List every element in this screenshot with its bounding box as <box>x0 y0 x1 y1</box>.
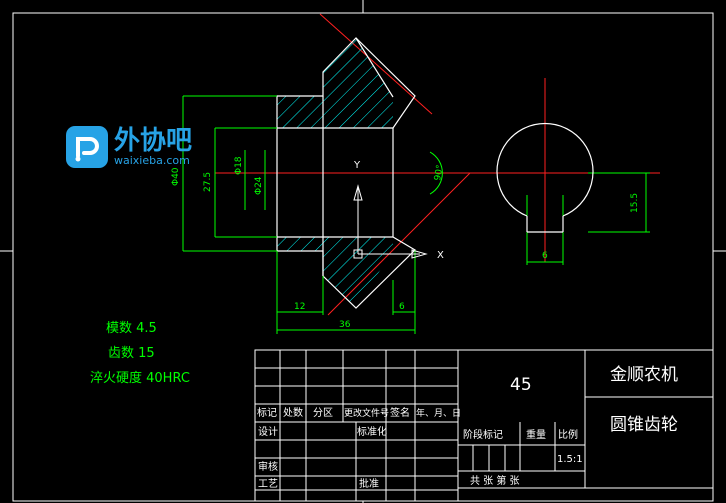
dim-hub-24: Φ24 <box>254 176 264 195</box>
dimension-lines <box>182 95 650 334</box>
dim-key-width: 6 <box>542 251 548 261</box>
label-process: 工艺 <box>258 478 278 490</box>
spec-hardness: 淬火硬度 40HRC <box>90 370 190 386</box>
label-change-doc: 更改文件号 <box>344 407 389 419</box>
logo-mark-icon <box>66 126 108 168</box>
center-lines <box>215 13 660 316</box>
label-review: 审核 <box>258 460 278 473</box>
keyway-view <box>496 122 594 233</box>
label-zone: 分区 <box>313 407 333 419</box>
label-mark: 标记 <box>257 407 277 419</box>
label-sign: 签名 <box>390 406 410 419</box>
dim-hub-18: Φ18 <box>234 156 244 175</box>
dim-6: 6 <box>399 302 405 312</box>
label-design: 设计 <box>258 425 278 438</box>
label-count: 处数 <box>283 406 303 419</box>
spec-module: 模数 4.5 <box>106 321 157 336</box>
spec-teeth: 齿数 15 <box>108 346 155 361</box>
label-approve: 批准 <box>359 477 379 490</box>
dim-36: 36 <box>339 320 351 330</box>
label-weight: 重量 <box>526 428 546 441</box>
ucs-icon <box>353 184 428 259</box>
company-name: 金顺农机 <box>610 365 678 385</box>
label-stage: 阶段标记 <box>463 428 503 441</box>
label-date: 年、月、日 <box>416 407 461 419</box>
axis-y-label: Y <box>353 160 361 171</box>
title-row-labels: 标记 处数 分区 更改文件号 签名 年、月、日 <box>257 406 461 419</box>
watermark-logo: 外协吧 waixieba.com <box>66 126 192 168</box>
part-name: 圆锥齿轮 <box>610 415 678 435</box>
logo-chinese-text: 外协吧 <box>114 126 193 156</box>
axis-x-label: X <box>437 250 444 261</box>
gear-section-hatch <box>277 38 393 308</box>
scale-value: 1.5:1 <box>557 454 583 465</box>
sheet-info: 共 张 第 张 <box>470 474 520 487</box>
dim-12: 12 <box>294 302 305 312</box>
label-standardize: 标准化 <box>357 425 387 438</box>
dim-bore: 27.5 <box>203 172 213 192</box>
title-block <box>254 349 714 502</box>
label-scale: 比例 <box>558 428 578 441</box>
material-value: 45 <box>510 375 532 395</box>
dim-angle: 90° <box>433 164 446 181</box>
logo-domain-text: waixieba.com <box>114 154 190 167</box>
dim-outer-dia: Φ40 <box>171 167 181 186</box>
dim-key-depth: 15.5 <box>630 193 640 213</box>
